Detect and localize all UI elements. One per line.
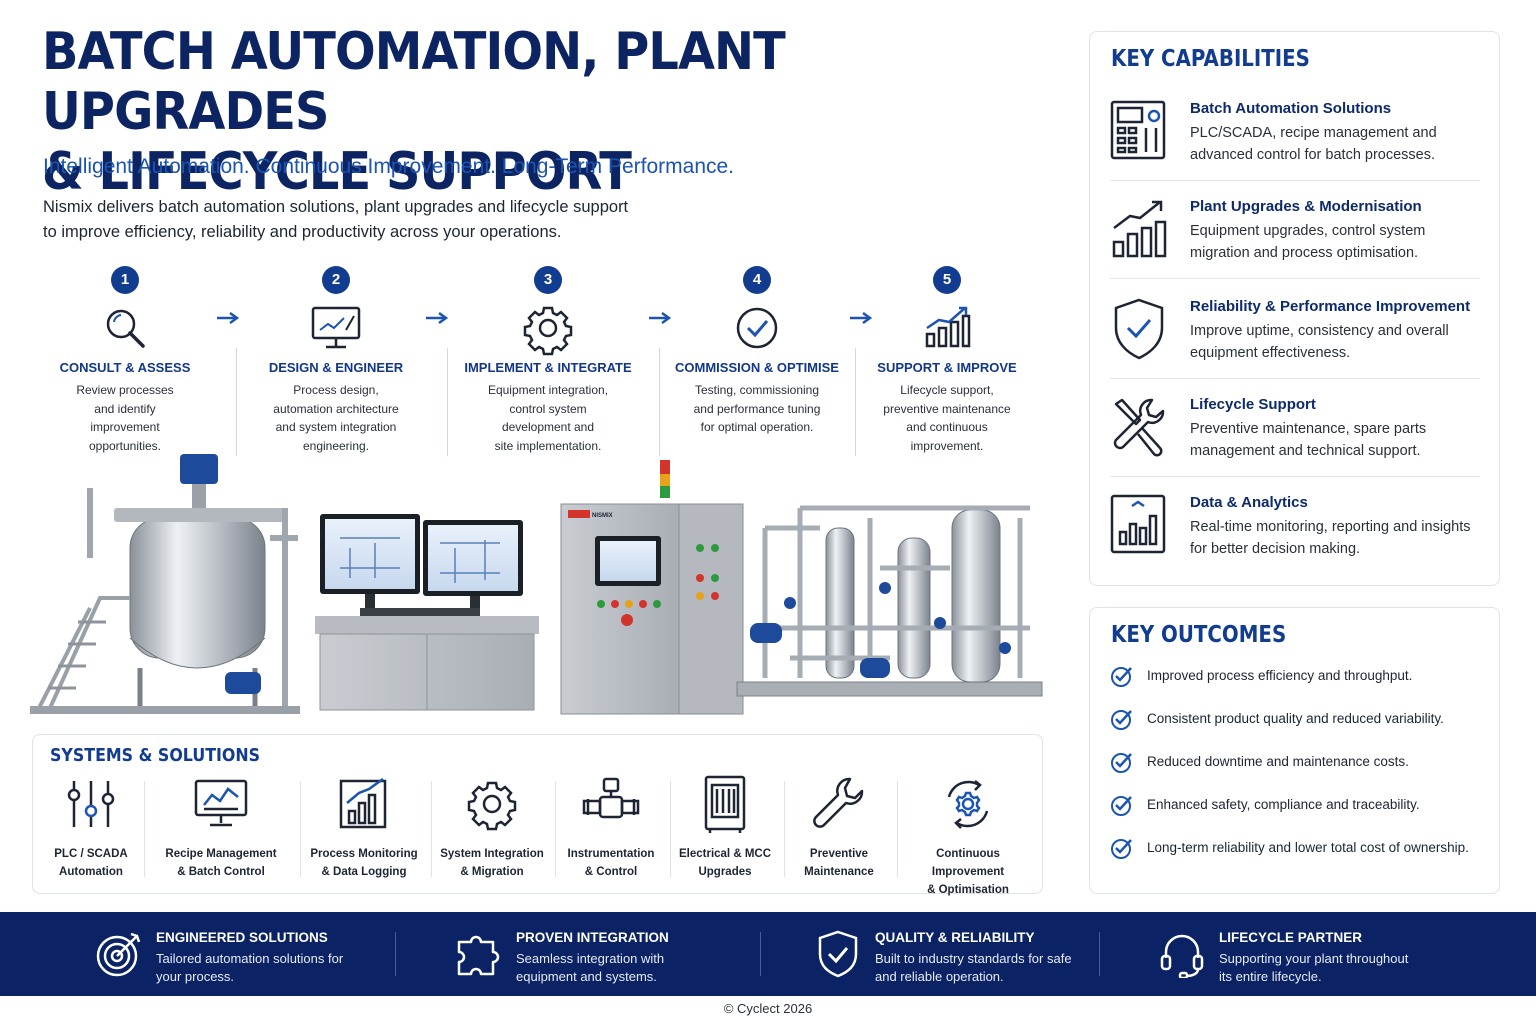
outcome-item: Improved process efficiency and throughp… [1110, 664, 1490, 690]
pipe-valve-icon [582, 777, 640, 819]
magnifier-icon [106, 309, 145, 348]
headset-icon [1160, 934, 1204, 978]
batch-reactor [30, 454, 300, 714]
analytics-icon [1110, 494, 1166, 554]
equipment-illustration: NISMIX [30, 454, 1043, 715]
operator-console [315, 514, 539, 711]
check-circle-icon [736, 307, 778, 349]
check-circle-icon [1111, 710, 1132, 730]
monitor-chart-icon [194, 779, 248, 827]
system-item-improvement: Continuous Improvement& Optimisation [899, 775, 1037, 899]
tagline: Intelligent Automation. Continuous Impro… [43, 155, 735, 178]
footer-band: ENGINEERED SOLUTIONS Tailored automation… [0, 912, 1536, 996]
process-skid [736, 505, 1043, 697]
control-panel-icon [1110, 100, 1166, 160]
upgrade-chart-icon [1112, 200, 1167, 258]
sliders-icon [67, 781, 115, 827]
check-circle-icon [1111, 753, 1132, 773]
step-number: 4 [743, 266, 771, 294]
outcome-item: Reduced downtime and maintenance costs. [1110, 750, 1490, 776]
system-item-instrumentation: Instrumentation& Control [555, 775, 667, 881]
cycle-gear-icon [947, 780, 989, 829]
step-number: 2 [322, 266, 350, 294]
check-circle-icon [1111, 667, 1132, 687]
arrow-right-icon [426, 311, 449, 325]
process-step-implement: 3 IMPLEMENT & INTEGRATE Equipment integr… [448, 266, 648, 455]
control-cabinet: NISMIX [560, 460, 744, 715]
system-item-monitoring: Process Monitoring& Data Logging [308, 775, 420, 881]
shield-check-icon [1114, 298, 1164, 360]
process-step-commission: 4 COMMISSION & OPTIMISE Testing, commiss… [657, 266, 857, 437]
step-number: 1 [111, 266, 139, 294]
outcome-item: Long-term reliability and lower total co… [1110, 836, 1490, 862]
process-step-design: 2 DESIGN & ENGINEER Process design,autom… [236, 266, 436, 455]
check-circle-icon [1111, 796, 1132, 816]
divider [236, 348, 237, 456]
outcomes-panel: KEY OUTCOMES Improved process efficiency… [1089, 607, 1500, 894]
divider [855, 348, 856, 456]
feature-lifecycle-partner: LIFECYCLE PARTNER Supporting your plant … [1158, 912, 1448, 996]
shield-check-icon [818, 930, 858, 978]
feature-engineered-solutions: ENGINEERED SOLUTIONS Tailored automation… [95, 912, 375, 996]
feature-quality-reliability: QUALITY & RELIABILITY Built to industry … [814, 912, 1094, 996]
outcome-item: Consistent product quality and reduced v… [1110, 707, 1490, 733]
growth-chart-icon [925, 306, 971, 348]
gear-icon [467, 781, 517, 831]
wrench-icon [813, 777, 864, 828]
copyright: © Cyclect 2026 [723, 1001, 813, 1016]
step-title: CONSULT & ASSESS [59, 360, 191, 375]
page-title: BATCH AUTOMATION, PLANT UPGRADES & LIFEC… [42, 22, 786, 202]
step-title: SUPPORT & IMPROVE [877, 360, 1017, 375]
outcomes-heading: KEY OUTCOMES [1111, 622, 1287, 648]
step-desc: Lifecycle support,preventive maintenance… [883, 383, 1011, 453]
capabilities-panel: KEY CAPABILITIES Batch Automation Soluti… [1089, 31, 1500, 586]
system-item-recipe: Recipe Management& Batch Control [165, 775, 277, 881]
capabilities-heading: KEY CAPABILITIES [1111, 46, 1310, 72]
cabinet-brand: NISMIX [592, 513, 613, 519]
bar-chart-icon [339, 777, 387, 829]
gear-icon [523, 306, 573, 356]
arrow-right-icon [649, 311, 672, 325]
process-step-support: 5 SUPPORT & IMPROVE Lifecycle support,pr… [847, 266, 1047, 455]
target-icon [96, 932, 141, 977]
intro-text: Nismix delivers batch automation solutio… [43, 198, 629, 241]
arrow-right-icon [217, 311, 240, 325]
check-circle-icon [1111, 839, 1132, 859]
step-number: 3 [534, 266, 562, 294]
divider [447, 348, 448, 456]
step-number: 5 [933, 266, 961, 294]
divider [659, 348, 660, 456]
monitor-design-icon [311, 306, 361, 349]
tools-icon [1113, 398, 1165, 457]
outcome-item: Enhanced safety, compliance and traceabi… [1110, 793, 1490, 819]
electrical-cabinet-icon [704, 775, 746, 833]
puzzle-icon [457, 935, 500, 976]
step-title: COMMISSION & OPTIMISE [675, 360, 839, 375]
step-title: DESIGN & ENGINEER [268, 360, 404, 375]
feature-proven-integration: PROVEN INTEGRATION Seamless integration … [455, 912, 735, 996]
system-item-integration: System Integration& Migration [436, 775, 548, 881]
step-title: IMPLEMENT & INTEGRATE [464, 360, 632, 375]
systems-heading: SYSTEMS & SOLUTIONS [50, 745, 261, 766]
arrow-right-icon [850, 311, 873, 325]
